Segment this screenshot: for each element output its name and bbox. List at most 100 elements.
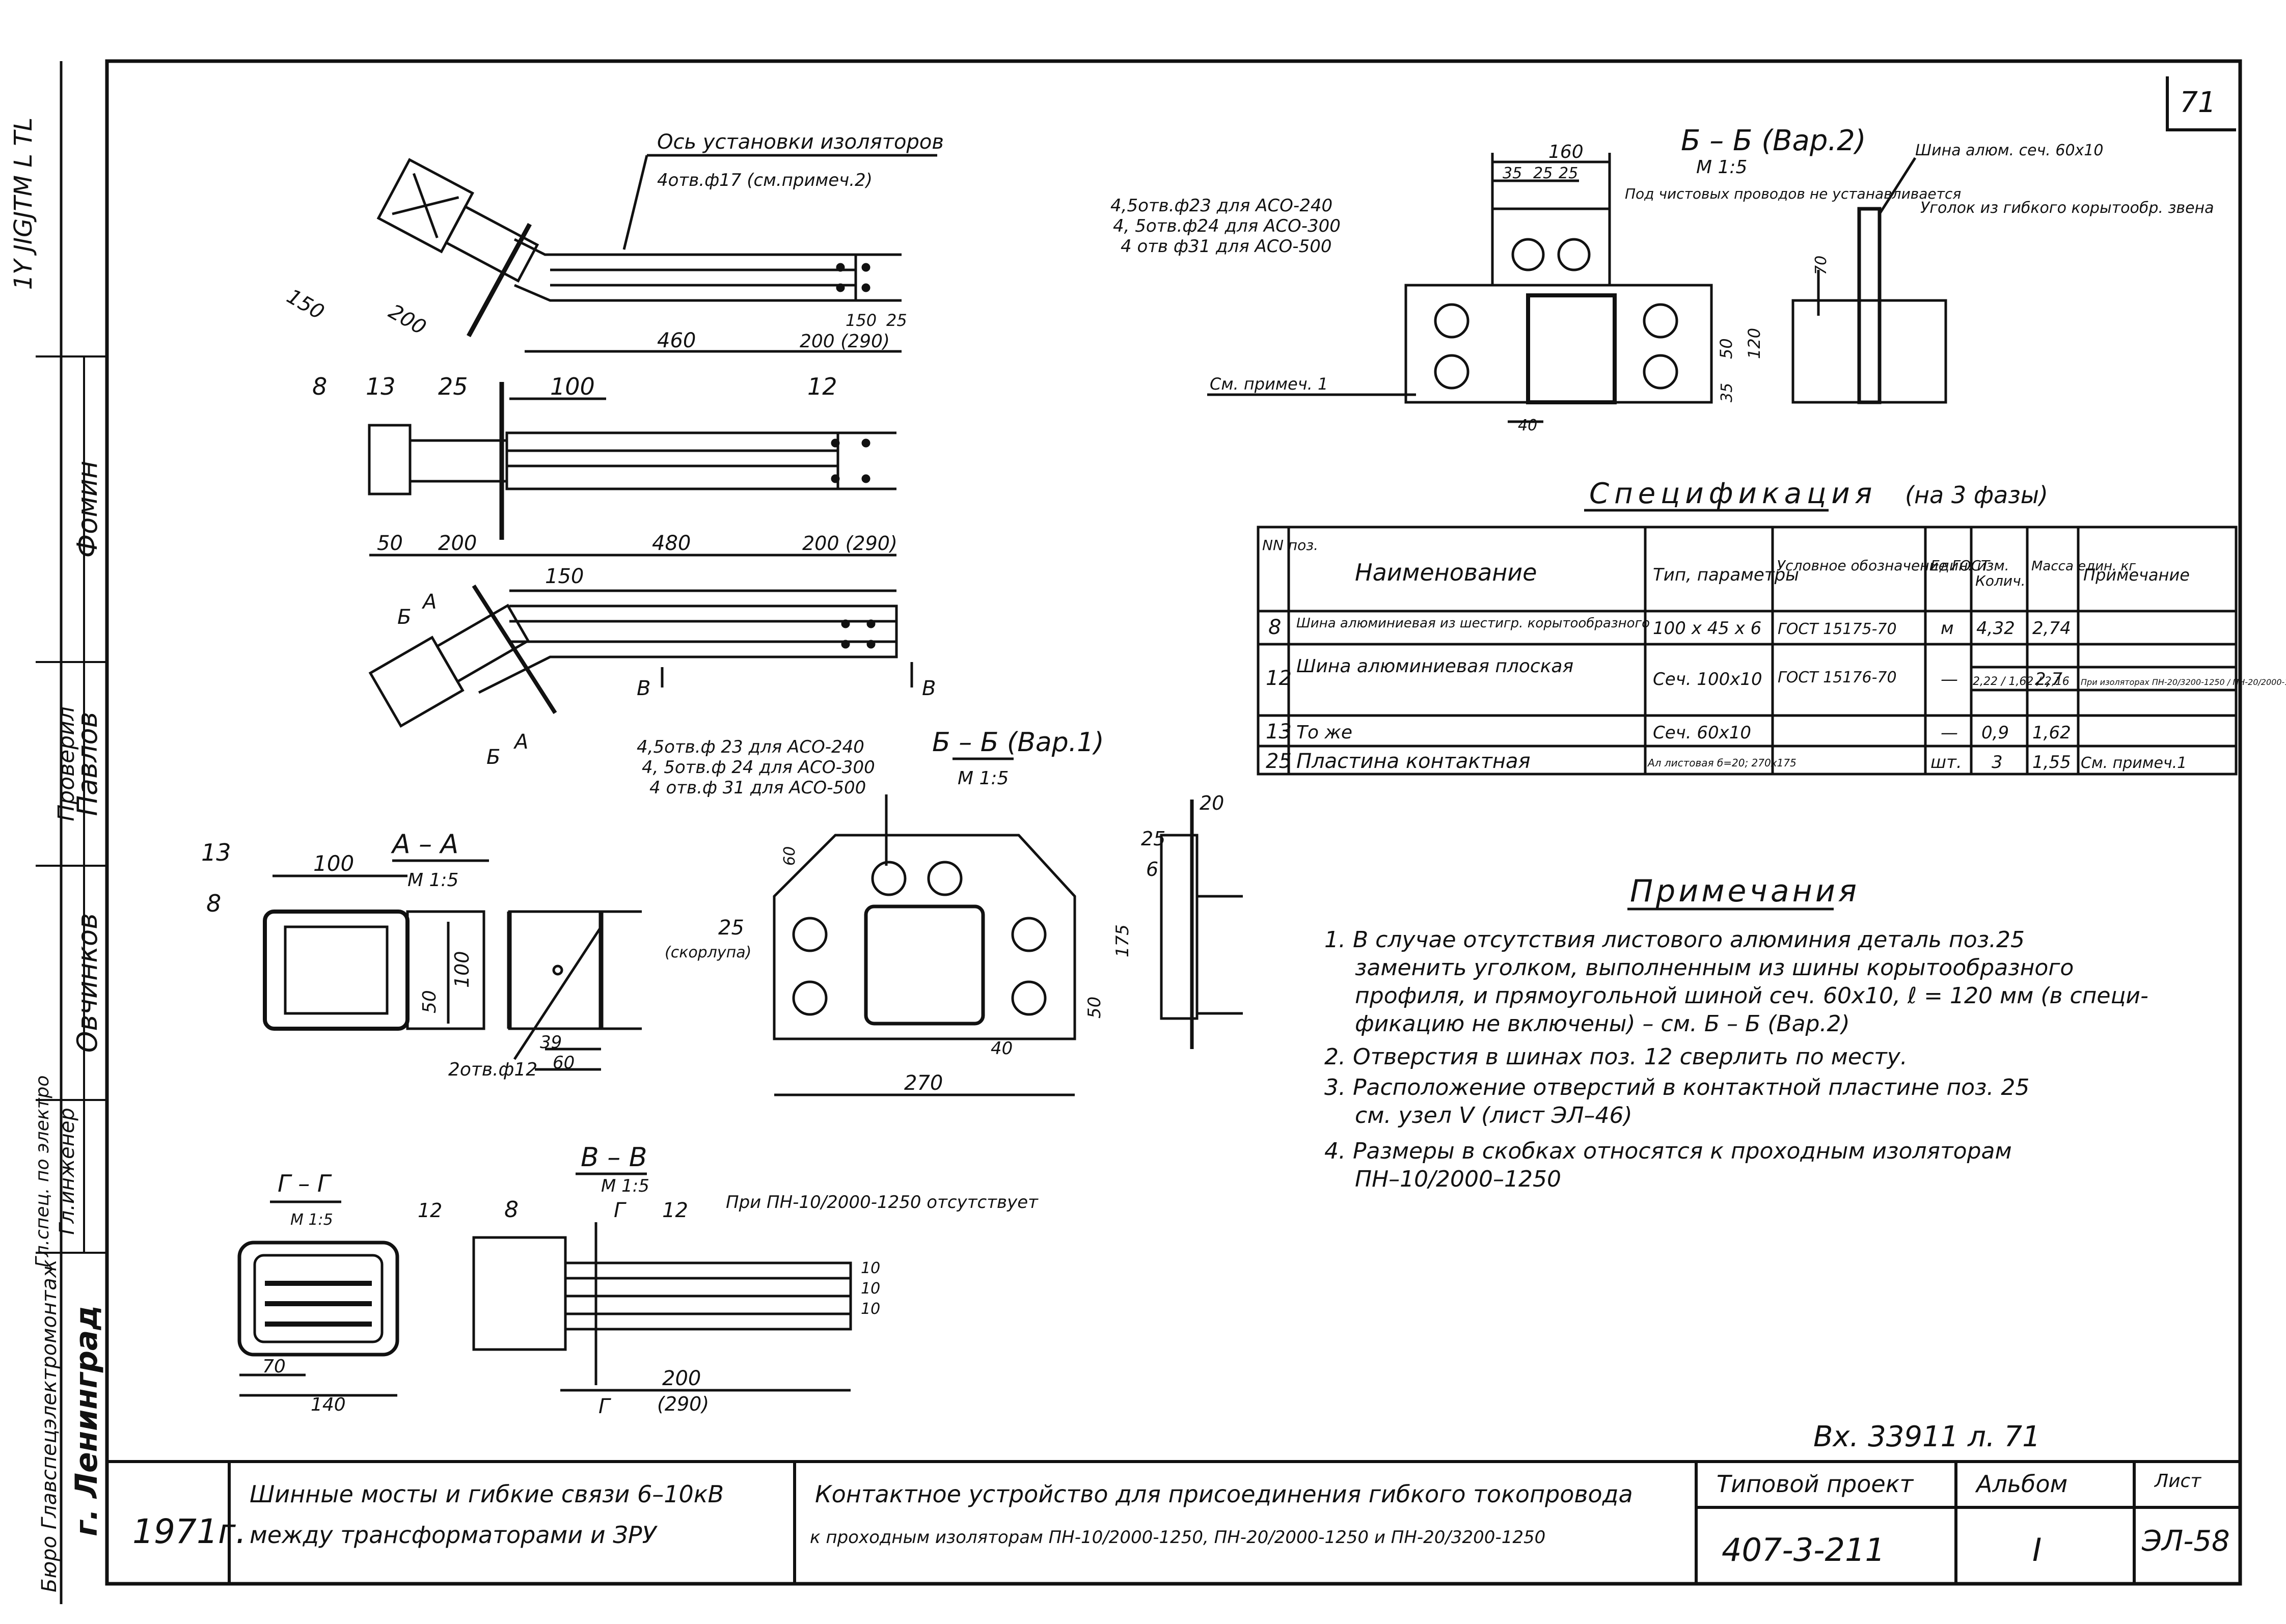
- bb2-dim-25b: 25: [1559, 164, 1578, 182]
- stamp-label-3: Гл.спец. по электро: [32, 1076, 53, 1268]
- spec-r4-name: Пластина контактная: [1296, 750, 1531, 773]
- bb2-title: Б – Б (Вар.2): [1681, 124, 1866, 157]
- gg-mark-12: 12: [418, 1199, 442, 1222]
- spec-table: Спецификация (на 3 фазы) NN поз. Наимено…: [1257, 477, 2286, 776]
- spec-r3-mass: 1,62: [2032, 723, 2071, 743]
- bb1-hole-3: 4 отв.ф 31 для АСО-500: [649, 778, 866, 798]
- vv-mark-g: Г: [614, 1199, 627, 1222]
- aa-dim-100v: 100: [451, 951, 473, 988]
- section-b-top: Б: [397, 605, 411, 629]
- aa-note: 2отв.ф12: [448, 1059, 537, 1080]
- spec-r3-pos: 13: [1266, 720, 1292, 744]
- spec-h-type: Тип, параметры: [1653, 565, 1799, 585]
- gg-dim-140: 140: [311, 1394, 346, 1415]
- bb2-scale: М 1:5: [1696, 157, 1747, 178]
- spec-h-name: Наименование: [1355, 559, 1537, 586]
- vv-mark-8: 8: [504, 1197, 519, 1223]
- bb1-hole-1: 4,5отв.ф 23 для АСО-240: [637, 737, 864, 757]
- spec-h-qty: Колич.: [1975, 572, 2026, 589]
- tb-project-title-2: между трансформаторами и ЗРУ: [250, 1521, 658, 1549]
- stamp-label-2: Гл.инженер: [56, 1108, 79, 1235]
- sheet-number: 71: [2180, 86, 2216, 119]
- spec-r2-gost: ГОСТ 15176-70: [1778, 669, 1897, 686]
- gg-dim-70: 70: [262, 1356, 286, 1377]
- note-line-4: фикацию не включены) – см. Б – Б (Вар.2): [1355, 1011, 1850, 1037]
- note-line-9: ПН–10/2000–1250: [1355, 1166, 1561, 1192]
- sheet-number-box: 71: [2166, 76, 2236, 131]
- spec-h-note: Примечание: [2083, 565, 2190, 585]
- vv-note: При ПН-10/2000-1250 отсутствует: [726, 1192, 1039, 1213]
- aa-title: А – А: [391, 829, 458, 860]
- top-dim-200b: 200: [385, 300, 430, 340]
- mark-25: 25: [438, 373, 468, 400]
- bb2-dim-70: 70: [1812, 256, 1830, 275]
- spec-r1-pos: 8: [1268, 616, 1281, 639]
- spec-h-unit: Един. изм.: [1930, 557, 2009, 574]
- bb1-dim-50: 50: [1084, 997, 1105, 1019]
- bb2-dim-40: 40: [1518, 417, 1537, 434]
- tb-sheet-label: Лист: [2154, 1471, 2201, 1492]
- bb1-scale: М 1:5: [958, 768, 1009, 789]
- bb1-mark-20: 20: [1200, 792, 1224, 814]
- stamp-name-3: Овчинков: [71, 913, 103, 1053]
- spec-r2-qty: 2,22 / 1,62 / 2,16: [1973, 675, 2070, 688]
- bb1-mark-skorl: (скорлупа): [665, 944, 751, 961]
- spec-r2-pos: 12: [1266, 667, 1292, 690]
- spec-r4-unit: шт.: [1930, 752, 1962, 773]
- note-line-3: профиля, и прямоугольной шиной сеч. 60х1…: [1355, 983, 2148, 1009]
- dim-480: 480: [652, 532, 691, 555]
- bb2-dim-25: 25: [1533, 164, 1553, 182]
- stamp-label-1: Проверил: [53, 706, 79, 821]
- spec-h-mass: Масса един. кг: [2031, 559, 2136, 574]
- tb-year: 1971г.: [132, 1512, 247, 1551]
- spec-r3-name: То же: [1296, 722, 1352, 743]
- notes-title: Примечания: [1630, 873, 1860, 909]
- spec-r4-note: См. примеч.1: [2081, 754, 2187, 772]
- bb2-hole-1: 4,5отв.ф23 для АСО-240: [1110, 196, 1332, 216]
- stamp-bureau: Бюро Главспецэлектромонтаж: [38, 1259, 61, 1592]
- stamp-name-2: Павлов: [71, 712, 103, 816]
- left-stamp: 1Y JIGJTM L TL Фомин Павлов Овчинков Про…: [9, 61, 107, 1604]
- aa-dim-50: 50: [419, 990, 440, 1013]
- spec-r4-pos: 25: [1266, 750, 1292, 773]
- mark-8: 8: [312, 373, 327, 400]
- dim-50: 50: [377, 532, 403, 555]
- vv-dim-290: (290): [657, 1393, 709, 1415]
- tb-sheet-title-2: к проходным изоляторам ПН-10/2000-1250, …: [810, 1527, 1545, 1548]
- bb2-dim-160: 160: [1548, 142, 1584, 162]
- vv-dim-10c: 10: [861, 1300, 880, 1318]
- top-dim-460: 460: [657, 329, 696, 352]
- section-b-bottom: Б: [486, 746, 500, 769]
- spec-r2-unit: —: [1941, 669, 1958, 690]
- top-dim-150: 150: [283, 285, 328, 324]
- vv-dim-10b: 10: [861, 1280, 880, 1298]
- middle-view: 8 13 25 100 12 50 200 480 200 (290): [312, 373, 897, 557]
- vv-mark-12: 12: [662, 1199, 688, 1222]
- bb2-hole-2: 4, 5отв.ф24 для АСО-300: [1113, 216, 1341, 236]
- gg-scale: М 1:5: [290, 1211, 333, 1229]
- spec-r1-name: Шина алюминиевая из шестигр. корытообраз…: [1296, 616, 1650, 631]
- note-line-1: 1. В случае отсутствия листового алюмини…: [1324, 927, 2025, 953]
- spec-r4-type: Ал листовая б=20; 270x175: [1647, 757, 1797, 769]
- spec-r1-qty: 4,32: [1976, 618, 2015, 639]
- mark-13: 13: [366, 373, 396, 400]
- bb2-dim-35b: 35: [1718, 383, 1736, 402]
- bb1-mark-6: 6: [1146, 858, 1158, 880]
- note-line-8: 4. Размеры в скобках относятся к проходн…: [1324, 1138, 2012, 1164]
- lower-dim-150: 150: [545, 565, 584, 588]
- spec-r4-mass: 1,55: [2032, 752, 2071, 773]
- tb-typical-label: Типовой проект: [1717, 1470, 1914, 1498]
- axis-caption: Ось установки изоляторов: [657, 130, 944, 154]
- tb-project-title-1: Шинные мосты и гибкие связи 6–10кВ: [250, 1480, 724, 1508]
- spec-r3-unit: —: [1941, 723, 1958, 743]
- spec-subtitle: (на 3 фазы): [1905, 481, 2048, 509]
- section-gg: Г – Г М 1:5 12 70 140: [237, 1170, 442, 1415]
- section-v-right: В: [922, 677, 936, 700]
- aa-mark-13: 13: [201, 839, 231, 866]
- vv-title: В – В: [581, 1142, 647, 1173]
- bb2-dim-120: 120: [1745, 328, 1764, 359]
- top-left-fragment: 1Y JIGJTM L TL: [9, 118, 38, 290]
- section-v-left: В: [637, 677, 650, 700]
- spec-r1-unit: м: [1941, 618, 1954, 639]
- vv-dim-10a: 10: [861, 1259, 880, 1277]
